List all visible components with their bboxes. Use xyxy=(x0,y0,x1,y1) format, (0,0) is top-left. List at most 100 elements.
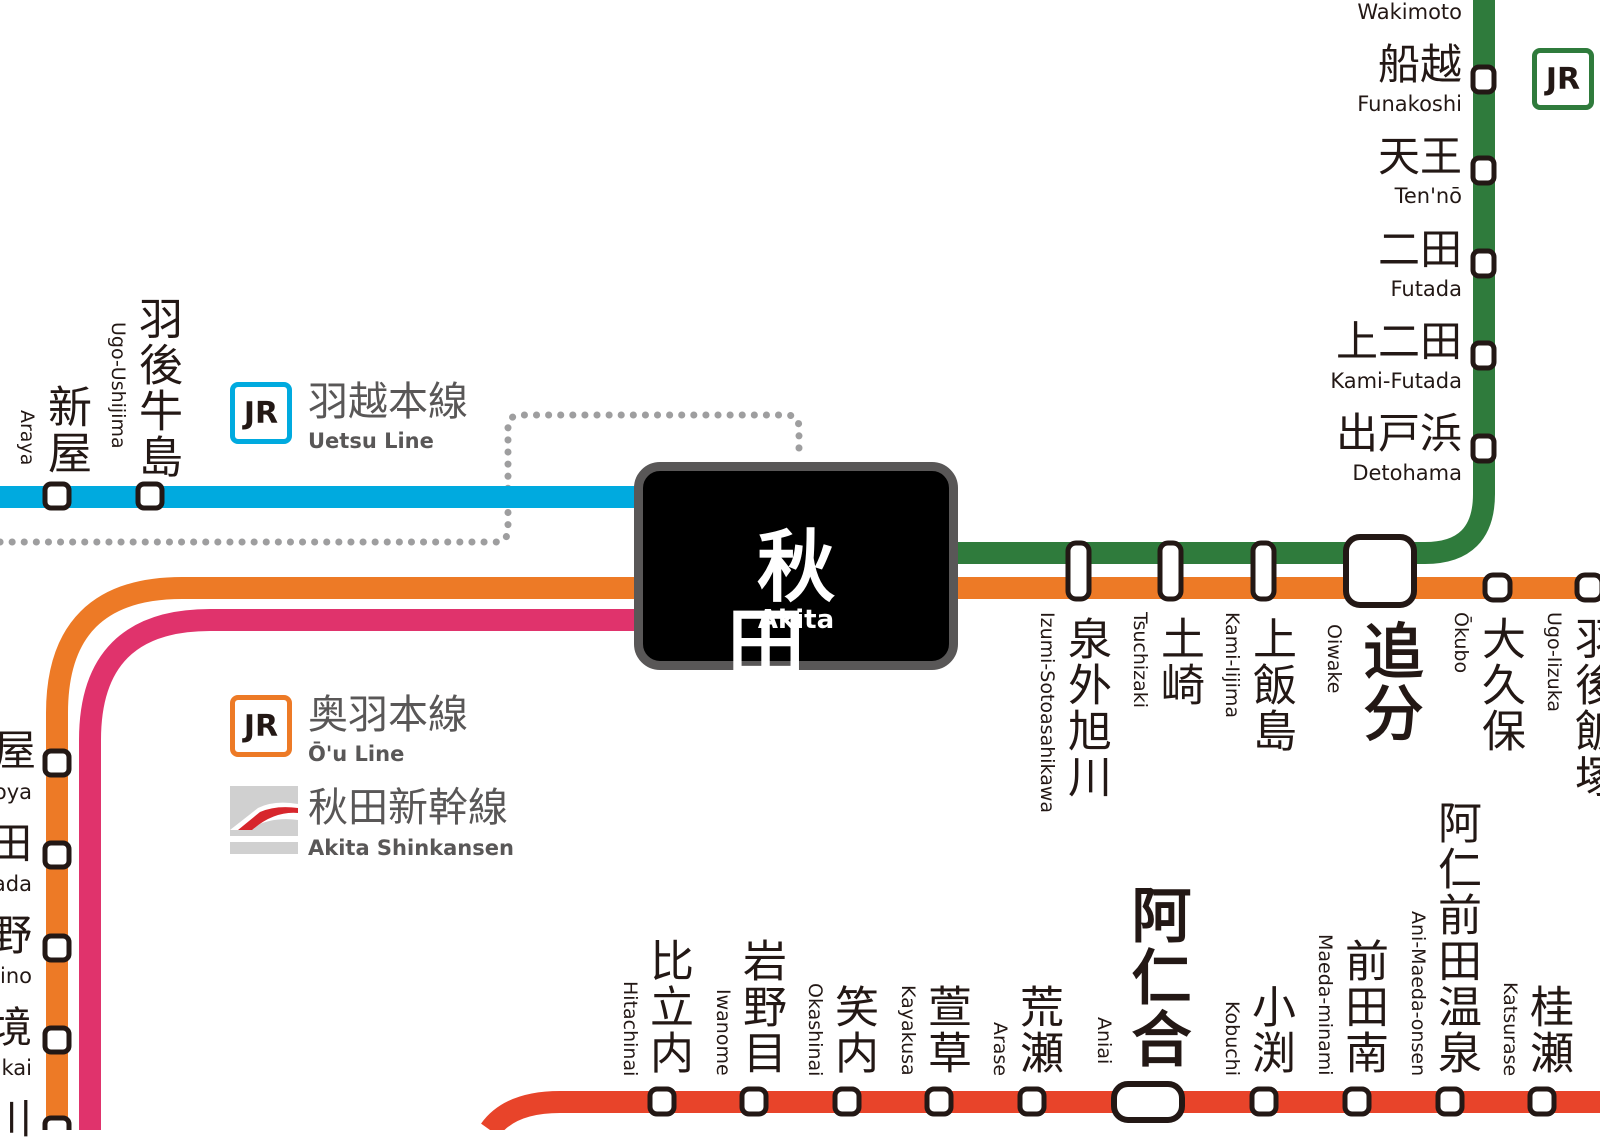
ou-line-name-en: Ō'u Line xyxy=(308,742,405,766)
station-name-en: Ten'nō xyxy=(1394,184,1462,208)
station-marker[interactable] xyxy=(924,1086,954,1117)
station-name-en: Aniai xyxy=(1093,1016,1115,1064)
akita-hub-station[interactable]: 秋田 Akita xyxy=(634,462,958,685)
station-name-ja: 田 xyxy=(0,819,32,868)
station-name-ja: 大久保 xyxy=(1474,616,1525,754)
station-name-ja-major: 阿仁合 xyxy=(1121,884,1191,1070)
station-name-ja: 泉外旭川 xyxy=(1060,616,1111,800)
station-marker[interactable] xyxy=(1574,572,1600,603)
station-name-ja: 上飯島 xyxy=(1245,616,1296,754)
station-name-ja: 羽後牛島 xyxy=(131,296,182,480)
station-name-en: kai xyxy=(1,1056,33,1080)
station-name-en: Ugo-Iizuka xyxy=(1543,612,1565,713)
station-name-ja: 屋 xyxy=(0,726,36,775)
station-marker[interactable] xyxy=(42,933,72,963)
station-marker[interactable] xyxy=(1482,572,1513,603)
station-name-ja: 上二田 xyxy=(1335,317,1462,366)
station-name-en: Araya xyxy=(16,410,38,466)
station-name-ja: 羽後飯塚 xyxy=(1567,616,1600,800)
station-name-en: Kobuchi xyxy=(1221,1000,1243,1076)
station-name-en: Oiwake xyxy=(1323,624,1345,694)
station-name-en: Kayakusa xyxy=(897,985,919,1076)
station-name-ja: 荒瀬 xyxy=(1012,984,1063,1076)
station-name-en: ada xyxy=(0,872,32,896)
jr-logo-icon: JR xyxy=(1532,48,1594,110)
station-name-ja: 天王 xyxy=(1377,132,1462,181)
uetsu-line-name-ja: 羽越本線 xyxy=(308,379,468,425)
station-name-en: oya xyxy=(0,780,32,804)
station-name-ja: 境 xyxy=(0,1003,32,1052)
station-marker-major[interactable] xyxy=(1343,534,1417,608)
jr-logo-icon: JR xyxy=(230,695,292,757)
uetsu-line-name-en: Uetsu Line xyxy=(308,429,434,453)
station-marker[interactable] xyxy=(1065,540,1092,602)
station-marker[interactable] xyxy=(135,481,165,511)
station-name-en: Arase xyxy=(989,1021,1011,1076)
station-name-en: Funakoshi xyxy=(1357,92,1462,116)
station-name-en: Okashinai xyxy=(804,982,826,1076)
station-name-en: Ani-Maeda-onsen xyxy=(1407,910,1429,1076)
station-marker[interactable] xyxy=(1470,248,1497,279)
nairiku-line xyxy=(481,1091,1600,1130)
ou-line-name-ja: 奥羽本線 xyxy=(308,692,468,738)
station-name-ja: 土崎 xyxy=(1153,616,1204,708)
station-name-ja: 川 xyxy=(0,1094,32,1143)
shinkansen-name-ja: 秋田新幹線 xyxy=(308,785,508,831)
hub-name-en: Akita xyxy=(757,605,835,635)
shinkansen-name-en: Akita Shinkansen xyxy=(308,836,514,860)
station-name-en: Katsurase xyxy=(1499,981,1521,1076)
station-marker[interactable] xyxy=(42,1115,72,1130)
station-marker[interactable] xyxy=(832,1086,862,1117)
station-name-ja: 新屋 xyxy=(40,384,91,476)
station-name-ja: 比立内 xyxy=(642,938,693,1076)
station-name-en: Izumi-Sotoasahikawa xyxy=(1036,612,1058,814)
station-marker[interactable] xyxy=(1470,433,1497,464)
station-name-ja: 出戸浜 xyxy=(1335,409,1462,458)
station-marker[interactable] xyxy=(1017,1086,1047,1117)
station-name-en: Maeda-minami xyxy=(1314,934,1336,1076)
station-name-en: Ugo-Ushijima xyxy=(107,322,129,449)
station-name-ja: 野 xyxy=(0,911,32,960)
station-name-ja: 桂瀬 xyxy=(1522,984,1573,1076)
station-marker[interactable] xyxy=(1435,1086,1465,1117)
jr-logo-icon: JR xyxy=(230,382,292,444)
shinkansen-line xyxy=(79,609,640,1130)
station-name-ja-major: 追分 xyxy=(1353,620,1423,744)
station-name-ja: 萱草 xyxy=(920,984,971,1076)
station-name-en: Iwanome xyxy=(712,989,734,1076)
station-name-en: Kami-Iijima xyxy=(1221,612,1243,719)
station-name-ja: 岩野目 xyxy=(735,938,786,1076)
ou-line-west xyxy=(46,577,640,1130)
station-name-en: Tsuchizaki xyxy=(1129,612,1151,709)
station-name-ja: 阿仁前田温泉 xyxy=(1430,800,1481,1076)
uetsu-connector-dotted xyxy=(0,411,803,546)
station-marker[interactable] xyxy=(1342,1086,1372,1117)
station-marker[interactable] xyxy=(42,1025,72,1055)
station-name-ja: 前田南 xyxy=(1337,938,1388,1076)
station-name-en: Futada xyxy=(1390,277,1462,301)
station-marker[interactable] xyxy=(1527,1086,1557,1117)
station-name-ja: 笑内 xyxy=(827,984,878,1076)
station-marker[interactable] xyxy=(1470,340,1497,371)
station-marker[interactable] xyxy=(42,840,72,870)
station-marker[interactable] xyxy=(1250,540,1277,602)
station-name-en: Kami-Futada xyxy=(1330,369,1462,393)
station-marker[interactable] xyxy=(1470,64,1497,95)
station-marker[interactable] xyxy=(739,1086,769,1117)
station-marker[interactable] xyxy=(42,748,72,778)
station-marker-major[interactable] xyxy=(1111,1081,1185,1123)
hub-name-ja: 秋田 xyxy=(726,523,895,691)
station-marker[interactable] xyxy=(647,1086,677,1117)
station-marker[interactable] xyxy=(42,481,72,511)
station-marker[interactable] xyxy=(1157,540,1184,602)
station-name-en: Hitachinai xyxy=(619,980,641,1076)
station-marker[interactable] xyxy=(1249,1086,1279,1117)
station-name-ja: 二田 xyxy=(1377,225,1462,274)
station-name-en: Detohama xyxy=(1352,461,1462,485)
station-marker[interactable] xyxy=(1470,155,1497,186)
station-name-en: Ōkubo xyxy=(1450,612,1472,674)
station-name-ja: 小渕 xyxy=(1244,984,1295,1076)
shinkansen-train-icon xyxy=(230,786,298,854)
station-name-ja: 船越 xyxy=(1377,40,1462,89)
